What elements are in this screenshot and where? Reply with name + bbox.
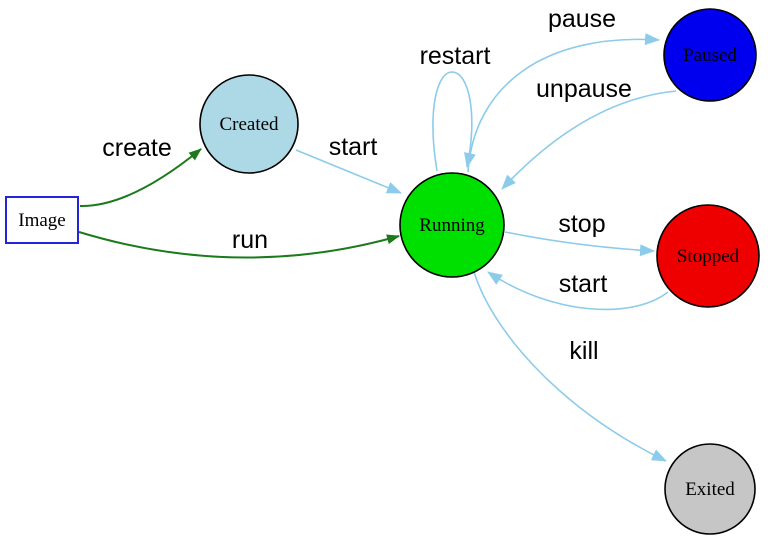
image-node-border: [5, 196, 79, 244]
edge-start-created-running: [295, 149, 402, 194]
edges: [78, 33, 677, 462]
paused-node-label: Paused: [683, 45, 737, 66]
node-stopped: Stopped: [656, 204, 760, 308]
created-node-label: Created: [219, 114, 279, 135]
image-node-box: [6, 197, 78, 243]
running-node-circle: [399, 172, 505, 278]
edge-label-stop: stop: [558, 210, 605, 238]
edge-label-start-created: start: [329, 133, 378, 161]
node-image: Image: [5, 196, 79, 244]
exited-node-label: Exited: [685, 479, 735, 500]
stopped-node-label: Stopped: [677, 246, 740, 267]
running-node-label: Running: [419, 215, 485, 236]
nodes: Image Created Running Paused Stopped Exi…: [5, 8, 760, 535]
edge-label-unpause: unpause: [536, 75, 632, 103]
edge-label-pause: pause: [548, 5, 616, 33]
edge-restart-self-loop: [432, 71, 476, 172]
node-exited: Exited: [664, 443, 756, 535]
edge-labels: create start run restart pause unpause s…: [102, 5, 632, 365]
image-node-label: Image: [18, 210, 65, 231]
node-paused: Paused: [663, 8, 757, 102]
created-node-circle: [199, 74, 299, 174]
exited-node-circle: [664, 443, 756, 535]
node-running: Running: [399, 172, 505, 278]
edge-start-stopped-running: [487, 271, 669, 311]
node-created: Created: [199, 74, 299, 174]
edge-kill: [473, 271, 667, 462]
edge-pause: [467, 33, 660, 173]
paused-node-circle: [663, 8, 757, 102]
edge-label-kill: kill: [569, 337, 598, 365]
edge-label-restart: restart: [420, 42, 491, 70]
edge-label-create: create: [102, 134, 171, 162]
edge-create: [79, 148, 202, 208]
edge-label-run: run: [232, 226, 268, 254]
edge-run: [78, 231, 400, 259]
edge-label-start-stopped: start: [559, 270, 608, 298]
edge-unpause: [501, 90, 677, 190]
edge-stop: [504, 231, 655, 257]
stopped-node-circle: [656, 204, 760, 308]
